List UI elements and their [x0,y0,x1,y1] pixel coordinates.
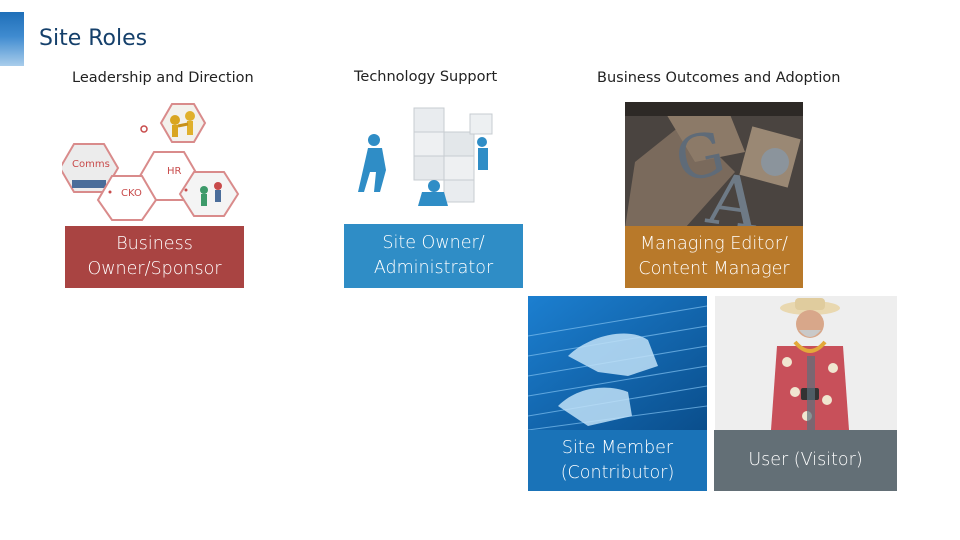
tile-site-member-line2: (Contributor) [560,462,675,483]
slide-title: Site Roles [39,26,148,51]
hexagon-network-icon [62,96,252,222]
tile-business-owner[interactable]: Business Owner/Sponsor [65,226,244,288]
tile-managing-editor-line1: Managing Editor/ [640,234,788,254]
column-heading-business: Business Outcomes and Adoption [597,70,841,86]
tile-site-member-line1: Site Member [561,437,674,458]
tile-site-member[interactable]: Site Member (Contributor) [528,430,707,491]
tile-business-owner-line2: Owner/Sponsor [87,259,222,279]
tile-site-owner[interactable]: Site Owner/ Administrator [344,224,523,288]
tile-business-owner-line1: Business [116,234,193,254]
typing-keyboard-icon [528,296,707,430]
hex-label-cko: CKO [121,188,142,199]
wooden-type-letters-icon: G A [625,102,803,228]
column-heading-leadership: Leadership and Direction [72,70,254,86]
tile-managing-editor-line2: Content Manager [638,259,790,279]
hex-label-comms: Comms [72,159,110,170]
tile-user-visitor[interactable]: User (Visitor) [714,430,897,491]
tourist-man-icon [715,296,897,430]
people-moving-boxes-icon [352,100,498,210]
tile-managing-editor[interactable]: Managing Editor/ Content Manager [625,226,803,288]
tile-site-owner-line2: Administrator [373,258,494,278]
title-accent-bar [0,12,24,66]
column-heading-technology: Technology Support [354,69,498,85]
hex-label-hr: HR [167,166,182,177]
tile-user-visitor-label: User (Visitor) [748,450,863,470]
tile-site-owner-line1: Site Owner/ [382,233,485,253]
